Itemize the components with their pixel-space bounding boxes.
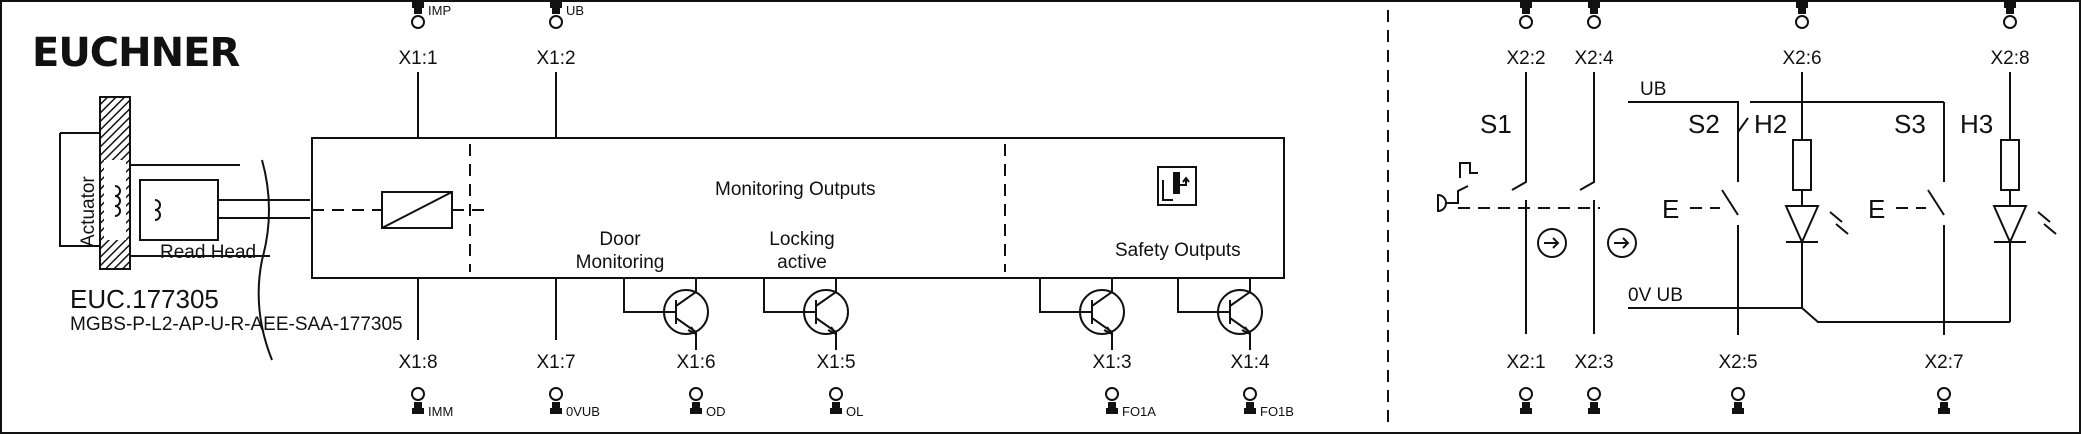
terminal-x1-8: X1:8 IMM	[398, 278, 453, 419]
terminal-label: X1:7	[536, 352, 575, 373]
signal-label: OL	[846, 404, 863, 419]
s3-e-label: E	[1868, 194, 1885, 224]
part-number: MGBS-P-L2-AP-U-R-AEE-SAA-177305	[70, 314, 403, 335]
h2-resistor	[1792, 139, 1812, 191]
h2-led-icon	[1784, 190, 1820, 308]
terminal-x2-4: X2:4	[1574, 1, 1614, 334]
terminal-label: X1:4	[1230, 352, 1270, 373]
s2-e-label: E	[1662, 194, 1679, 224]
signal-label: FO1B	[1260, 404, 1294, 419]
euchner-logo: EUCHNER	[32, 30, 239, 76]
s1-label: S1	[1480, 109, 1512, 139]
transistor-door-monitoring	[623, 278, 709, 350]
actuator-read-head-symbol: Actuator Read Head	[59, 96, 310, 361]
read-head-box	[139, 179, 219, 241]
terminal-x2-7: X2:7	[1924, 352, 1964, 415]
terminal-label: X1:8	[398, 352, 437, 373]
0v-rail	[1628, 307, 2010, 323]
coil-symbol	[381, 191, 453, 229]
door-monitoring-label-1: Door	[599, 229, 641, 250]
h3-label: H3	[1960, 109, 1993, 139]
monitoring-outputs-label: Monitoring Outputs	[715, 179, 876, 200]
device-box	[311, 137, 1285, 279]
s2-label: S2	[1688, 109, 1720, 139]
door-monitoring-label-2: Monitoring	[576, 252, 665, 273]
cut-line	[257, 159, 273, 361]
safety-output-icon	[1157, 166, 1197, 206]
terminal-x1-5: X1:5 OL	[816, 352, 863, 419]
terminal-x1-2: UB X1:2	[536, 1, 584, 138]
h2-label: H2	[1754, 109, 1787, 139]
terminal-x1-1: IMP X1:1	[398, 1, 451, 138]
terminal-label: X1:5	[816, 352, 855, 373]
terminal-x2-6: X2:6	[1782, 1, 1822, 140]
terminal-x1-4: X1:4 FO1B	[1230, 352, 1294, 419]
terminal-x2-3: X2:3	[1574, 352, 1614, 415]
terminal-x2-1: X2:1	[1506, 352, 1546, 415]
s3-switch: S3 E	[1794, 101, 1945, 335]
read-head-label: Read Head	[160, 242, 256, 263]
ub-rail	[1628, 101, 1802, 133]
locking-active-label-2: active	[777, 252, 827, 273]
signal-label: FO1A	[1122, 404, 1156, 419]
terminal-label: X2:3	[1574, 352, 1613, 373]
terminal-x1-3: X1:3 FO1A	[1092, 352, 1156, 419]
terminal-label: X2:2	[1506, 48, 1545, 69]
safety-outputs-label: Safety Outputs	[1115, 240, 1241, 261]
terminal-label: X2:7	[1924, 352, 1963, 373]
terminal-x1-6: X1:6 OD	[676, 342, 726, 419]
h3-lamp: H3	[1960, 109, 2057, 322]
terminal-x2-8: X2:8	[1990, 1, 2030, 140]
terminal-label: X1:2	[536, 48, 575, 69]
terminal-label: X2:1	[1506, 352, 1545, 373]
s3-label: S3	[1894, 109, 1926, 139]
terminal-x2-2: X2:2	[1506, 1, 1546, 334]
terminal-label: X2:4	[1574, 48, 1614, 69]
h3-resistor	[2000, 139, 2020, 191]
signal-label: IMP	[428, 3, 451, 18]
device-code: EUC.177305	[70, 284, 219, 314]
s1-switch: S1	[1437, 109, 1637, 258]
terminal-x2-5: X2:5	[1718, 352, 1758, 415]
terminal-label: X1:1	[398, 48, 437, 69]
terminal-label: X1:6	[676, 352, 715, 373]
signal-label: UB	[566, 3, 584, 18]
signal-label: 0VUB	[566, 404, 600, 419]
transistor-locking-active	[763, 278, 849, 350]
signal-label: OD	[706, 404, 726, 419]
terminal-x1-7: X1:7 0VUB	[536, 278, 600, 419]
actuator-label: Actuator	[78, 176, 99, 247]
terminal-label: X1:3	[1092, 352, 1131, 373]
transistor-fo1b	[1177, 278, 1263, 350]
terminal-label: X2:6	[1782, 48, 1821, 69]
h2-lamp: H2	[1754, 109, 1849, 308]
actuator-coil-icon	[114, 185, 121, 217]
terminal-label: X2:8	[1990, 48, 2029, 69]
read-head-coil-icon	[154, 199, 161, 221]
h3-led-icon	[1992, 190, 2028, 322]
s2-switch: S2 E	[1662, 109, 1739, 335]
ub-rail-label: UB	[1640, 79, 1666, 100]
locking-active-label-1: Locking	[769, 229, 835, 250]
transistor-fo1a	[1039, 278, 1125, 350]
terminal-label: X2:5	[1718, 352, 1757, 373]
0v-rail-label: 0V UB	[1628, 285, 1683, 306]
signal-label: IMM	[428, 404, 453, 419]
